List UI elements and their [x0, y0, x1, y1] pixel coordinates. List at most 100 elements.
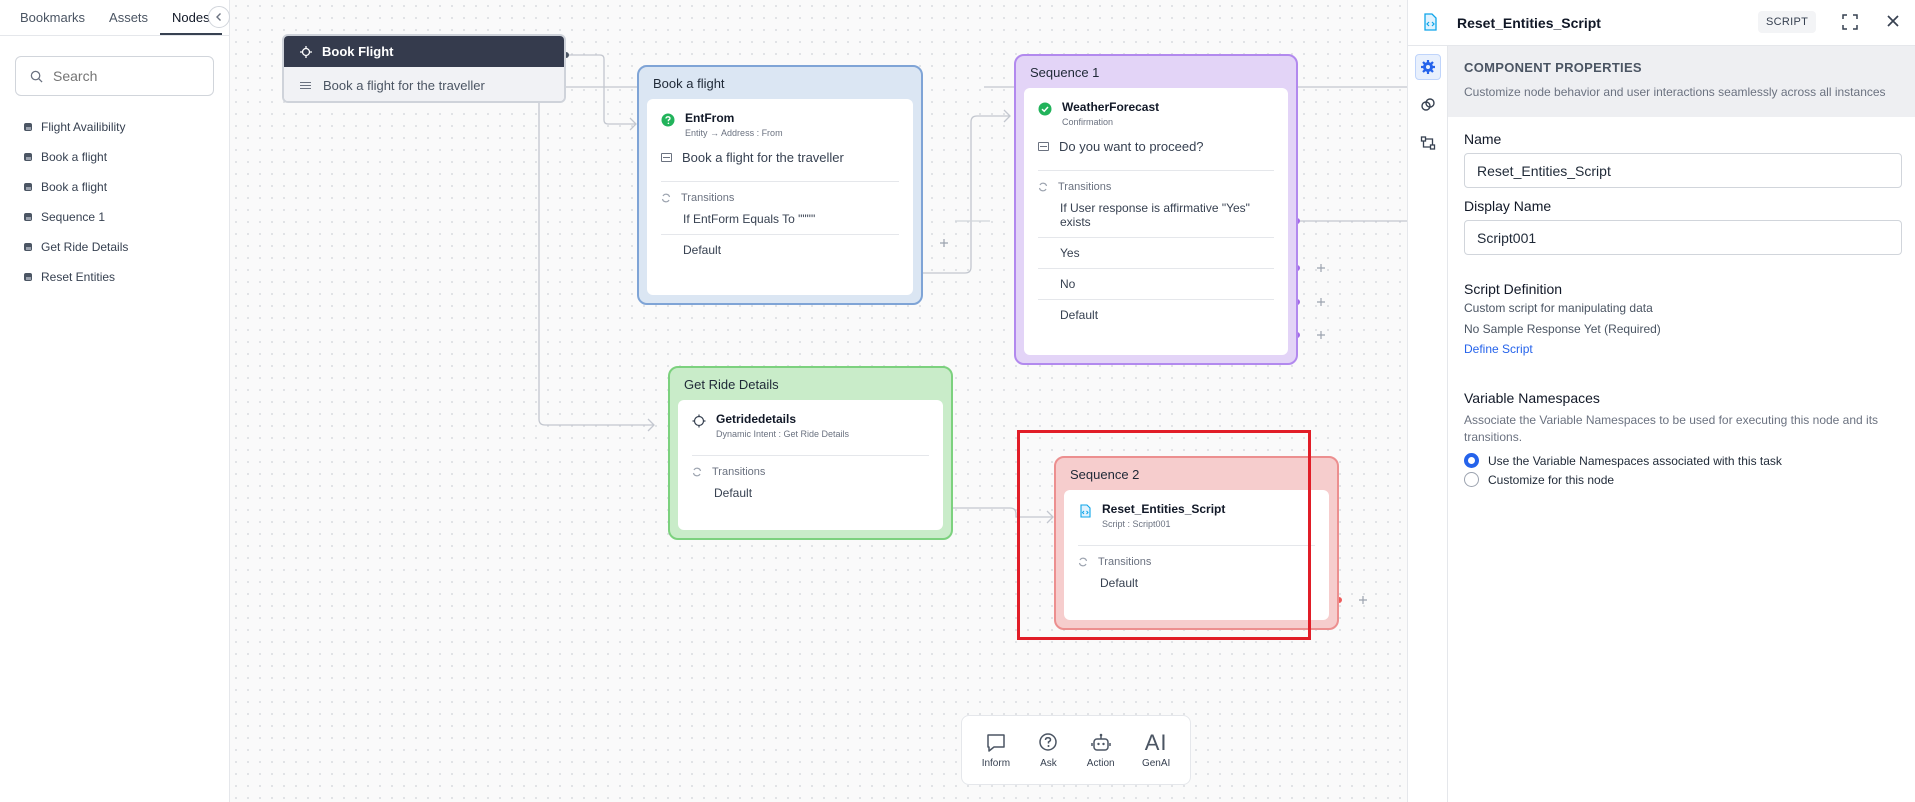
transition-row[interactable]: Default	[1100, 576, 1139, 590]
script-file-icon	[1424, 13, 1437, 31]
component-message: Do you want to proceed?	[1038, 139, 1274, 154]
node-icon	[24, 153, 32, 161]
namespace-option-task[interactable]: Use the Variable Namespaces associated w…	[1464, 453, 1915, 468]
start-node-message: Book a flight for the traveller	[323, 77, 485, 93]
component-card[interactable]: WeatherForecast Confirmation Do you want…	[1024, 88, 1288, 355]
node-list-label: Sequence 1	[41, 210, 106, 224]
close-icon[interactable]	[1884, 12, 1902, 30]
component-header: WeatherForecast Confirmation	[1038, 100, 1274, 127]
transitions-icon	[661, 193, 671, 203]
node-type-badge: SCRIPT	[1758, 11, 1817, 33]
node-icon	[24, 213, 32, 221]
transition-row[interactable]: If EntForm Equals To """"	[661, 204, 899, 235]
node-list-item[interactable]: Book a flight	[24, 172, 229, 202]
search-input[interactable]	[53, 68, 193, 84]
group-get-ride-details[interactable]: Get Ride Details Getridedetails Dynamic …	[668, 366, 953, 540]
node-list-label: Book a flight	[41, 180, 108, 194]
component-properties-header: COMPONENT PROPERTIES Customize node beha…	[1448, 46, 1915, 117]
transition-row[interactable]: No	[1038, 269, 1274, 300]
inform-tool-button[interactable]: Inform	[982, 732, 1010, 769]
group-title: Sequence 1	[1030, 64, 1100, 80]
radio-selected[interactable]	[1464, 453, 1479, 468]
component-header: Getridedetails Dynamic Intent : Get Ride…	[692, 412, 929, 439]
node-list-label: Flight Availibility	[41, 120, 126, 134]
variable-namespaces-title: Variable Namespaces	[1464, 390, 1600, 406]
chevron-left-icon	[216, 13, 221, 21]
name-field: Name	[1448, 131, 1915, 188]
rail-connections[interactable]	[1415, 92, 1441, 118]
divider	[661, 181, 899, 182]
script-file-icon	[1080, 504, 1091, 518]
component-card[interactable]: EntFrom Entity → Address : From Book a f…	[647, 99, 913, 295]
display-name-input[interactable]	[1464, 220, 1902, 255]
question-bubble-icon	[1039, 732, 1058, 751]
component-name: Reset_Entities_Script	[1102, 502, 1226, 516]
flow-canvas[interactable]: Book Flight Book a flight for the travel…	[230, 0, 1407, 802]
target-icon	[692, 414, 706, 428]
namespace-option-custom[interactable]: Customize for this node	[1464, 472, 1915, 487]
divider	[1038, 170, 1274, 171]
sidebar-tabs: Bookmarks Assets Nodes	[0, 0, 230, 36]
divider	[692, 455, 929, 456]
transitions-header: Transitions	[661, 192, 899, 204]
node-list-item[interactable]: Get Ride Details	[24, 232, 229, 262]
collapse-sidebar-button[interactable]	[208, 6, 230, 28]
transition-row[interactable]: If User response is affirmative "Yes" ex…	[1038, 193, 1274, 238]
define-script-link[interactable]: Define Script	[1464, 342, 1533, 356]
tab-assets[interactable]: Assets	[109, 10, 149, 25]
action-tool-button[interactable]: Action	[1087, 732, 1115, 769]
node-toolbar: Inform Ask Action AI GenAI	[961, 715, 1191, 785]
transitions-header: Transitions	[1078, 556, 1315, 568]
divider	[1078, 545, 1315, 546]
group-book-a-flight[interactable]: Book a flight EntFrom Entity → Address :…	[637, 65, 923, 305]
node-list-label: Book a flight	[41, 150, 108, 164]
chat-bubble-icon	[987, 733, 1005, 752]
component-card[interactable]: Reset_Entities_Script Script : Script001…	[1064, 490, 1329, 620]
component-subtitle: Script : Script001	[1102, 519, 1171, 529]
link-icon	[1421, 98, 1435, 111]
node-list-item[interactable]: Book a flight	[24, 142, 229, 172]
name-input[interactable]	[1464, 153, 1902, 188]
tab-bookmarks[interactable]: Bookmarks	[20, 10, 86, 25]
component-card[interactable]: Getridedetails Dynamic Intent : Get Ride…	[678, 400, 943, 530]
transition-row[interactable]: Default	[1060, 308, 1099, 322]
check-circle-icon	[1038, 102, 1052, 116]
node-list-label: Reset Entities	[41, 270, 116, 284]
component-subtitle: Entity → Address : From	[685, 128, 783, 138]
ask-tool-button[interactable]: Ask	[1037, 732, 1059, 769]
start-node-book-flight[interactable]: Book Flight Book a flight for the travel…	[282, 34, 566, 103]
node-icon	[24, 273, 32, 281]
tab-nodes[interactable]: Nodes	[160, 10, 222, 35]
node-icon	[24, 123, 32, 131]
variable-namespaces-desc: Associate the Variable Namespaces to be …	[1464, 413, 1879, 444]
component-header: Reset_Entities_Script Script : Script001	[1078, 502, 1315, 529]
display-name-label: Display Name	[1464, 198, 1552, 214]
component-subtitle: Confirmation	[1062, 117, 1114, 127]
expand-icon[interactable]	[1841, 13, 1859, 31]
section-description: Customize node behavior and user interac…	[1464, 85, 1886, 99]
arrow-right-icon: →	[710, 128, 720, 138]
component-message: Book a flight for the traveller	[661, 150, 899, 165]
node-list-item[interactable]: Flight Availibility	[24, 112, 229, 142]
transition-row[interactable]: Yes	[1038, 238, 1274, 269]
node-list-item[interactable]: Reset Entities	[24, 262, 229, 292]
variable-namespaces-section: Variable Namespaces Associate the Variab…	[1448, 390, 1915, 487]
group-sequence-2[interactable]: Sequence 2 Reset_Entities_Script Script …	[1054, 456, 1339, 630]
start-node-header: Book Flight	[284, 36, 564, 67]
group-title: Book a flight	[653, 75, 725, 91]
script-definition-status: No Sample Response Yet (Required)	[1464, 322, 1661, 336]
node-list-item[interactable]: Sequence 1	[24, 202, 229, 232]
crosshair-icon	[300, 45, 312, 58]
genai-tool-button[interactable]: AI GenAI	[1141, 729, 1171, 769]
display-name-field: Display Name	[1448, 198, 1915, 255]
gear-icon	[1421, 60, 1435, 74]
transition-row[interactable]: Default	[683, 243, 722, 257]
radio-unselected[interactable]	[1464, 472, 1479, 487]
rail-flow[interactable]	[1415, 130, 1441, 156]
group-sequence-1[interactable]: Sequence 1 WeatherForecast Confirmation …	[1014, 54, 1298, 365]
selection-highlight	[1017, 430, 1311, 640]
search-box[interactable]	[15, 56, 214, 96]
rail-component-properties[interactable]	[1415, 54, 1441, 80]
transition-row[interactable]: Default	[714, 486, 753, 500]
panel-title: Reset_Entities_Script	[1457, 14, 1601, 31]
